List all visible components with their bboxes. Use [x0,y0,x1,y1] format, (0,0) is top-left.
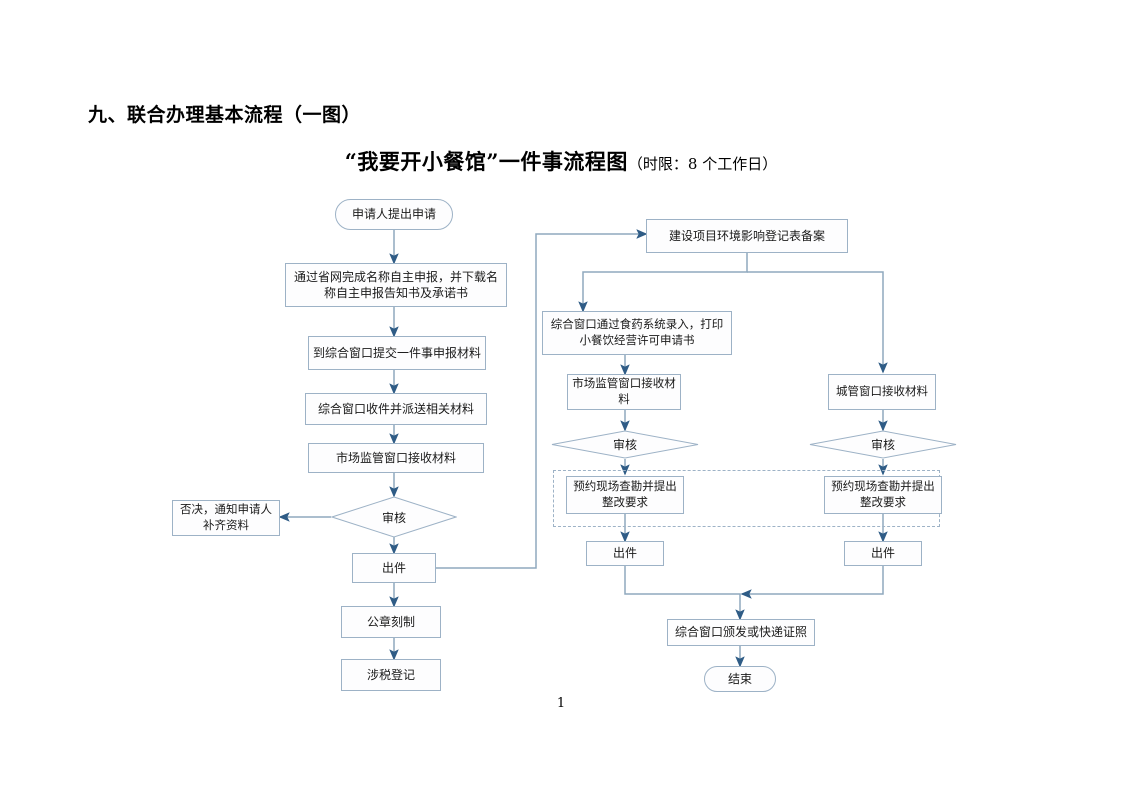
node-site-survey-left[interactable]: 预约现场查勘并提出整改要求 [566,476,684,514]
decision-review-right-b-label: 审核 [870,438,895,452]
node-output-left[interactable]: 出件 [352,553,436,583]
node-food-drug-system-entry[interactable]: 综合窗口通过食药系统录入，打印小餐饮经营许可申请书 [542,311,732,355]
node-output-right-b[interactable]: 出件 [844,541,922,566]
decision-review-left[interactable]: 审核 [331,496,457,538]
node-submit-materials[interactable]: 到综合窗口提交一件事申报材料 [308,336,486,370]
node-tax-registration[interactable]: 涉税登记 [341,659,441,691]
node-window-receive-dispatch[interactable]: 综合窗口收件并派送相关材料 [305,393,487,425]
decision-review-right-a-label: 审核 [612,438,637,452]
node-issue-certificate[interactable]: 综合窗口颁发或快递证照 [667,619,815,646]
node-site-survey-right[interactable]: 预约现场查勘并提出整改要求 [824,476,942,514]
section-heading: 九、联合办理基本流程（一图） [88,104,362,126]
decision-review-right-b[interactable]: 审核 [809,430,957,459]
page-number: 1 [556,696,566,711]
chart-title-note: （时限：8 个工作日） [627,155,778,173]
node-seal-engraving[interactable]: 公章刻制 [341,606,441,638]
node-city-admin-window-receive[interactable]: 城管窗口接收材料 [828,374,936,410]
node-start-applicant[interactable]: 申请人提出申请 [335,199,453,230]
chart-title: “我要开小餐馆”一件事流程图（时限：8 个工作日） [0,146,1122,176]
decision-review-right-a[interactable]: 审核 [551,430,699,459]
decision-review-left-label: 审核 [381,510,406,525]
node-name-declaration[interactable]: 通过省网完成名称自主申报，并下载名称自主申报告知书及承诺书 [285,263,507,307]
chart-title-main: “我要开小餐馆”一件事流程图 [344,149,628,174]
node-output-right-a[interactable]: 出件 [586,541,664,566]
node-market-window-receive-right[interactable]: 市场监管窗口接收材料 [567,374,681,410]
node-env-impact-filing[interactable]: 建设项目环境影响登记表备案 [646,219,848,253]
node-reject-notify[interactable]: 否决，通知申请人补齐资料 [172,500,280,536]
node-market-window-receive[interactable]: 市场监管窗口接收材料 [308,443,484,473]
node-end[interactable]: 结束 [704,666,776,692]
